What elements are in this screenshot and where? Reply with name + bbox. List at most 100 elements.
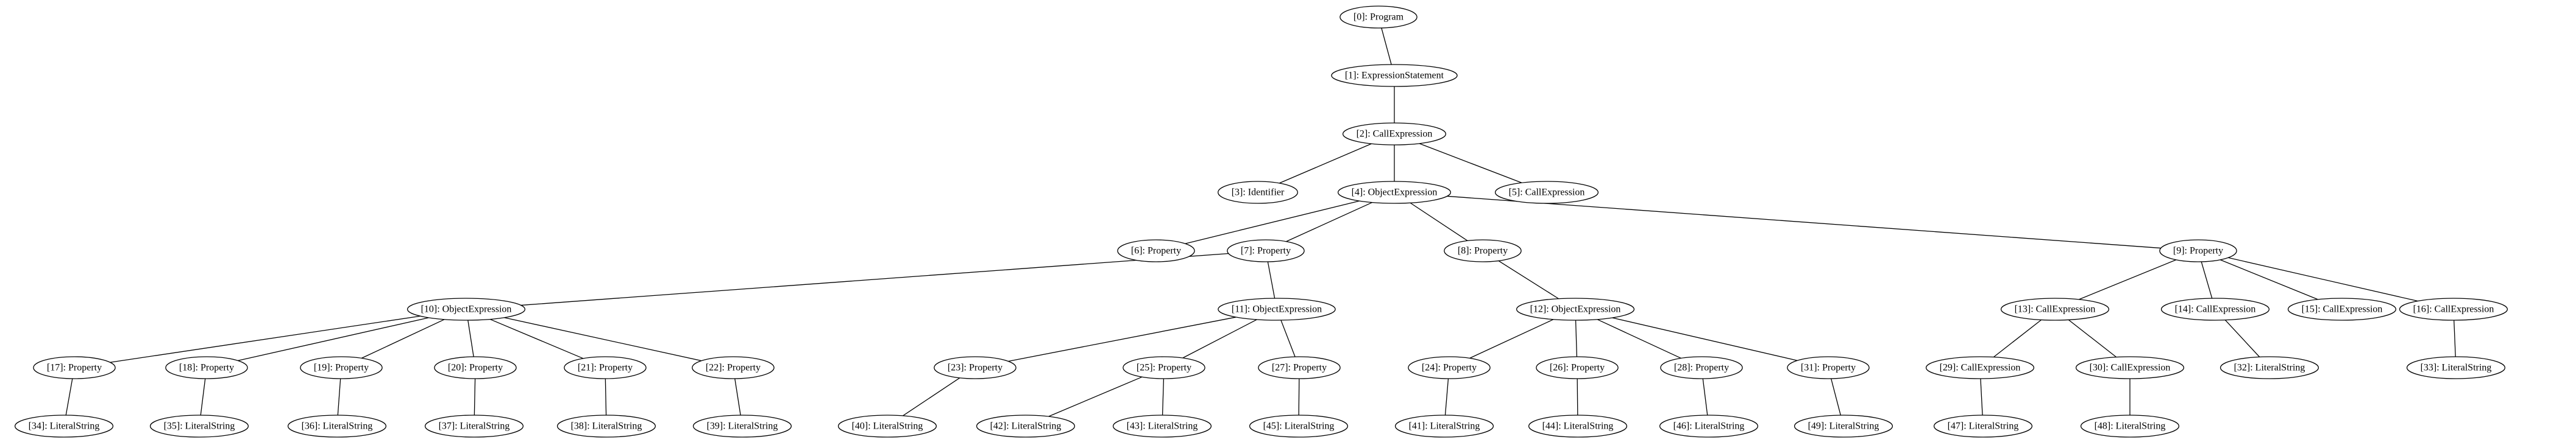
tree-node-23: [23]: Property — [934, 356, 1017, 379]
tree-node-38: [38]: LiteralString — [556, 415, 656, 438]
node-ellipse — [1331, 64, 1458, 87]
node-ellipse — [1227, 239, 1305, 262]
tree-edge-24-41 — [1444, 378, 1449, 416]
node-ellipse — [1516, 298, 1635, 321]
node-label: [3]: Identifier — [1232, 187, 1285, 198]
node-label: [44]: LiteralString — [1542, 421, 1614, 432]
node-ellipse — [1258, 356, 1341, 379]
tree-node-15: [15]: CallExpression — [2287, 298, 2397, 321]
node-label: [32]: LiteralString — [2234, 363, 2305, 373]
node-label: [22]: Property — [706, 363, 761, 373]
node-ellipse — [14, 415, 114, 438]
node-ellipse — [2219, 356, 2319, 379]
tree-node-19: [19]: Property — [300, 356, 383, 379]
node-ellipse — [1787, 356, 1870, 379]
tree-node-10: [10]: ObjectExpression — [406, 298, 526, 321]
tree-edge-23-40 — [903, 377, 960, 416]
node-label: [11]: ObjectExpression — [1232, 304, 1322, 315]
tree-node-11: [11]: ObjectExpression — [1218, 298, 1336, 321]
node-ellipse — [1536, 356, 1619, 379]
tree-node-35: [35]: LiteralString — [149, 415, 249, 438]
node-ellipse — [1123, 356, 1205, 379]
tree-edge-11-27 — [1280, 320, 1296, 357]
node-label: [34]: LiteralString — [29, 421, 100, 432]
node-label: [35]: LiteralString — [164, 421, 235, 432]
node-ellipse — [1494, 181, 1599, 204]
tree-node-14: [14]: CallExpression — [2160, 298, 2270, 321]
node-label: [43]: LiteralString — [1127, 421, 1198, 432]
tree-node-39: [39]: LiteralString — [692, 415, 792, 438]
tree-edge-9-13 — [2079, 259, 2177, 300]
node-label: [21]: Property — [578, 363, 633, 373]
node-label: [24]: Property — [1422, 363, 1477, 373]
node-ellipse — [1660, 356, 1743, 379]
node-ellipse — [1794, 415, 1893, 438]
tree-edge-8-12 — [1498, 260, 1559, 300]
tree-edge-4-9 — [1447, 195, 2161, 249]
tree-node-37: [37]: LiteralString — [424, 415, 524, 438]
node-ellipse — [564, 356, 647, 379]
tree-node-9: [9]: Property — [2159, 239, 2237, 262]
tree-node-21: [21]: Property — [564, 356, 647, 379]
tree-node-12: [12]: ObjectExpression — [1516, 298, 1635, 321]
tree-node-42: [42]: LiteralString — [976, 415, 1076, 438]
tree-edge-2-3 — [1279, 143, 1372, 184]
tree-edge-20-37 — [474, 378, 476, 416]
tree-node-31: [31]: Property — [1787, 356, 1870, 379]
node-label: [10]: ObjectExpression — [421, 304, 512, 315]
node-label: [9]: Property — [2173, 246, 2223, 256]
node-label: [45]: LiteralString — [1263, 421, 1335, 432]
node-ellipse — [556, 415, 656, 438]
tree-edge-12-28 — [1597, 319, 1681, 359]
node-label: [7]: Property — [1241, 246, 1291, 256]
tree-node-8: [8]: Property — [1444, 239, 1522, 262]
node-ellipse — [149, 415, 249, 438]
node-ellipse — [934, 356, 1017, 379]
node-label: [41]: LiteralString — [1409, 421, 1480, 432]
node-ellipse — [2000, 298, 2110, 321]
tree-edge-31-49 — [1831, 378, 1841, 416]
tree-node-7: [7]: Property — [1227, 239, 1305, 262]
tree-nodes: [0]: Program[1]: ExpressionStatement[2]:… — [14, 5, 2508, 438]
tree-edge-10-18 — [238, 317, 429, 362]
tree-edge-4-8 — [1410, 202, 1468, 242]
tree-node-41: [41]: LiteralString — [1394, 415, 1494, 438]
node-ellipse — [2406, 356, 2506, 379]
tree-edge-4-7 — [1286, 201, 1372, 242]
tree-edge-11-23 — [1008, 317, 1237, 362]
tree-edge-29-47 — [1980, 378, 1983, 416]
tree-node-29: [29]: CallExpression — [1925, 356, 2035, 379]
node-ellipse — [2160, 298, 2270, 321]
node-label: [42]: LiteralString — [990, 421, 1062, 432]
tree-edge-0-1 — [1381, 27, 1392, 65]
tree-node-3: [3]: Identifier — [1218, 181, 1298, 204]
node-ellipse — [1394, 415, 1494, 438]
tree-edge-13-29 — [1993, 319, 2042, 358]
node-ellipse — [287, 415, 387, 438]
tree-node-30: [30]: CallExpression — [2075, 356, 2185, 379]
tree-edge-10-19 — [361, 319, 445, 359]
node-ellipse — [1218, 181, 1298, 204]
node-ellipse — [2075, 356, 2185, 379]
node-label: [8]: Property — [1458, 246, 1508, 256]
node-ellipse — [1659, 415, 1759, 438]
node-ellipse — [1117, 239, 1195, 262]
tree-node-0: [0]: Program — [1339, 5, 1418, 29]
tree-edge-11-25 — [1182, 319, 1257, 359]
tree-edge-7-10 — [520, 253, 1229, 306]
tree-node-45: [45]: LiteralString — [1249, 415, 1349, 438]
tree-edge-10-22 — [504, 317, 702, 362]
tree-node-32: [32]: LiteralString — [2219, 356, 2319, 379]
tree-node-46: [46]: LiteralString — [1659, 415, 1759, 438]
node-ellipse — [1444, 239, 1522, 262]
tree-edge-12-26 — [1575, 320, 1578, 357]
node-ellipse — [2399, 298, 2508, 321]
tree-edge-28-46 — [1702, 378, 1708, 416]
node-label: [2]: CallExpression — [1357, 129, 1433, 139]
tree-edge-9-14 — [2201, 261, 2213, 299]
node-ellipse — [424, 415, 524, 438]
tree-edge-10-21 — [489, 318, 584, 359]
tree-edge-4-6 — [1185, 200, 1360, 244]
tree-edge-18-35 — [200, 378, 206, 416]
node-ellipse — [837, 415, 937, 438]
